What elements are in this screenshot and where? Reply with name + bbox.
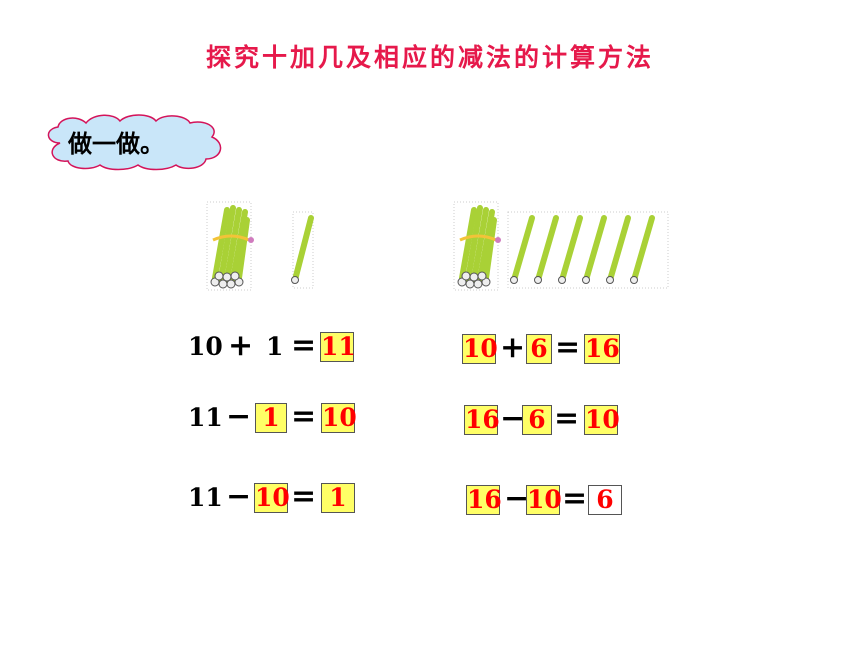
answer-box: 6 — [526, 334, 552, 364]
answer-box: 10 — [526, 485, 562, 515]
operand-a: 11 — [188, 403, 223, 432]
answer-box: 1 — [321, 483, 355, 513]
cloud-label: 做一做。 — [68, 130, 164, 158]
plus-sign: + — [500, 330, 526, 365]
stick-bundle-illustration-right — [453, 201, 669, 291]
answer-box: 11 — [320, 332, 356, 362]
answer-box: 10 — [584, 405, 620, 435]
equals-sign: = — [562, 481, 588, 516]
answer-box: 6 — [522, 405, 552, 435]
operand-b: 1 — [266, 332, 284, 361]
stick-bundle-illustration-left — [206, 201, 314, 291]
equals-sign: = — [291, 479, 317, 514]
equation-right-3: 16 − 10 = 6 — [466, 481, 636, 519]
plus-sign: + — [228, 328, 254, 363]
answer-box: 16 — [464, 405, 500, 435]
operand-a: 11 — [188, 483, 223, 512]
equation-right-2: 16 − 6 = 10 — [464, 401, 634, 439]
answer-box: 6 — [588, 485, 622, 515]
page-title: 探究十加几及相应的减法的计算方法 — [205, 43, 654, 72]
answer-box: 10 — [462, 334, 498, 364]
answer-box: 10 — [321, 403, 357, 433]
equation-left-1: 10 + 1 = 11 — [188, 328, 368, 366]
equals-sign: = — [554, 401, 580, 436]
equation-left-3: 11 − 10 = 1 — [188, 479, 368, 517]
answer-box: 16 — [584, 334, 620, 364]
operand-a: 10 — [188, 332, 223, 361]
minus-sign: − — [500, 401, 526, 436]
single-sticks-group-icon — [507, 211, 669, 289]
minus-sign: − — [226, 399, 252, 434]
answer-box: 1 — [255, 403, 287, 433]
ten-stick-bundle-icon — [206, 201, 254, 291]
ten-stick-bundle-icon — [453, 201, 501, 291]
minus-sign: − — [226, 479, 252, 514]
answer-box: 16 — [466, 485, 502, 515]
equals-sign: = — [291, 399, 317, 434]
equals-sign: = — [291, 328, 317, 363]
answer-box: 10 — [254, 483, 290, 513]
minus-sign: − — [504, 481, 530, 516]
equation-left-2: 11 − 1 = 10 — [188, 399, 368, 437]
equals-sign: = — [555, 330, 581, 365]
equation-right-1: 10 + 6 = 16 — [462, 330, 632, 368]
cloud-bubble — [47, 114, 222, 171]
single-stick-icon — [291, 211, 314, 289]
